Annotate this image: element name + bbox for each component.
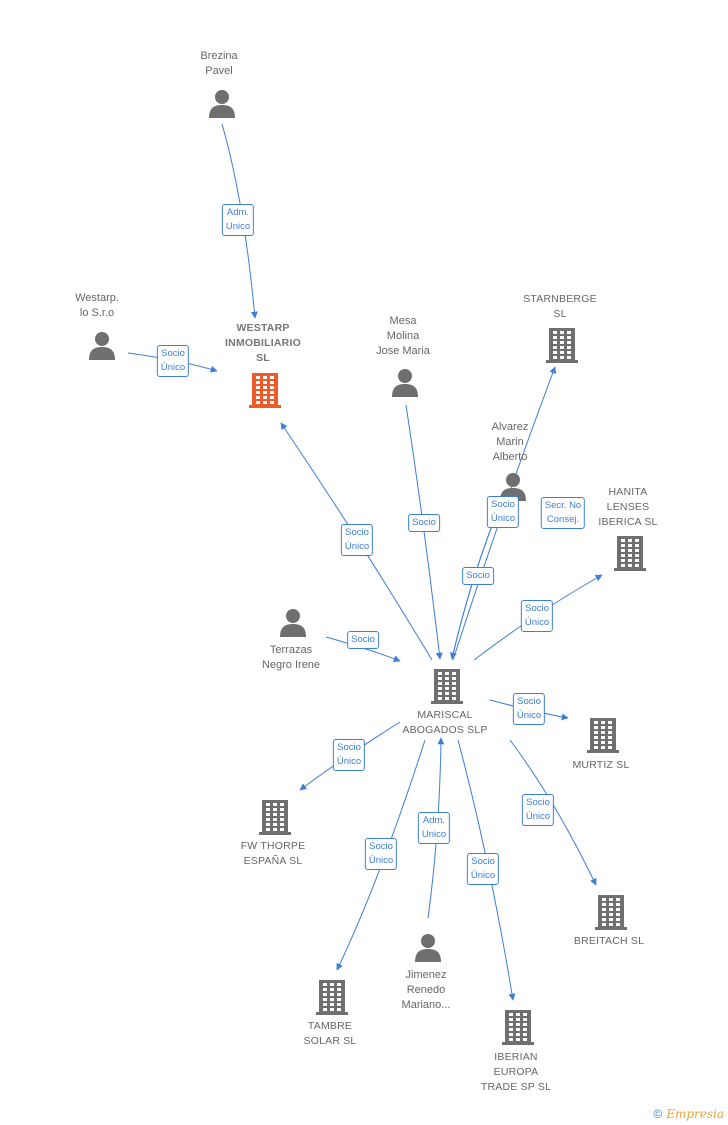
brand-name: Empresia (666, 1107, 724, 1121)
node-label-alvarez[interactable]: Alvarez Marin Alberto (491, 421, 529, 463)
edge-label-e14: Socio Único (364, 838, 398, 870)
edge-label-e4: Socio (408, 514, 440, 532)
node-label-jimenez[interactable]: Jimenez Renedo Mariano... (401, 969, 451, 1011)
edge-label-e8: Socio Único (520, 600, 554, 632)
person-icon-mesa[interactable] (391, 368, 419, 403)
node-label-brezina[interactable]: Brezina Pavel (200, 50, 238, 77)
building-icon-starnberge[interactable] (546, 327, 578, 368)
footer-brand: ©Empresia (653, 1107, 724, 1121)
copyright-symbol: © (653, 1107, 663, 1121)
edge-label-e2: Socio Único (156, 345, 190, 377)
node-label-mesa[interactable]: Mesa Molina Jose Maria (376, 315, 430, 357)
edge-label-e9: Socio (347, 631, 379, 649)
building-icon-murtiz[interactable] (587, 717, 619, 758)
person-icon-jimenez[interactable] (414, 933, 442, 968)
edge-mesa-mariscal (405, 404, 443, 660)
edge-label-e12: Socio Único (521, 794, 555, 826)
person-icon-brezina[interactable] (208, 89, 236, 124)
building-icon-mariscal[interactable] (431, 668, 463, 709)
edge-label-e1: Adm. Unico (221, 204, 255, 236)
node-label-tambre[interactable]: TAMBRE SOLAR SL (303, 1020, 357, 1047)
edge-label-e10: Socio Único (512, 693, 546, 725)
edge-mariscal-breitach (509, 739, 597, 886)
node-label-starnberge[interactable]: STARNBERGE SL (523, 293, 597, 320)
node-label-hanita[interactable]: HANITA LENSES IBERICA SL (598, 486, 658, 528)
edge-label-e6: Socio (462, 567, 494, 585)
building-icon-hanita[interactable] (614, 535, 646, 576)
node-label-westarp_io[interactable]: Westarp. lo S.r.o (75, 292, 119, 319)
edge-label-e3: Socio Único (340, 524, 374, 556)
building-icon-breitach[interactable] (595, 894, 627, 935)
building-icon-iberian[interactable] (502, 1009, 534, 1050)
person-icon-westarp_io[interactable] (88, 331, 116, 366)
node-label-fwthorpe[interactable]: FW THORPE ESPAÑA SL (240, 840, 306, 867)
edge-label-e15: Socio Único (466, 853, 500, 885)
edge-terrazas-mariscal (325, 636, 401, 662)
building-icon-tambre[interactable] (316, 979, 348, 1020)
person-icon-terrazas[interactable] (279, 608, 307, 643)
edge-label-e13: Adm. Unico (417, 812, 451, 844)
edge-label-e11: Socio Único (332, 739, 366, 771)
node-label-murtiz[interactable]: MURTIZ SL (572, 759, 630, 771)
building-icon-westarp_inm[interactable] (249, 372, 281, 413)
node-label-mariscal[interactable]: MARISCAL ABOGADOS SLP (402, 709, 488, 736)
node-label-terrazas[interactable]: Terrazas Negro Irene (261, 644, 321, 671)
node-label-breitach[interactable]: BREITACH SL (573, 935, 645, 947)
node-label-iberian[interactable]: IBERIAN EUROPA TRADE SP SL (480, 1051, 552, 1093)
edge-label-e7: Secr. No Consej. (540, 497, 586, 529)
edge-label-e5: Socio Único (486, 496, 520, 528)
building-icon-fwthorpe[interactable] (259, 799, 291, 840)
node-label-westarp_inm[interactable]: WESTARP INMOBILIARIO SL (225, 322, 301, 364)
